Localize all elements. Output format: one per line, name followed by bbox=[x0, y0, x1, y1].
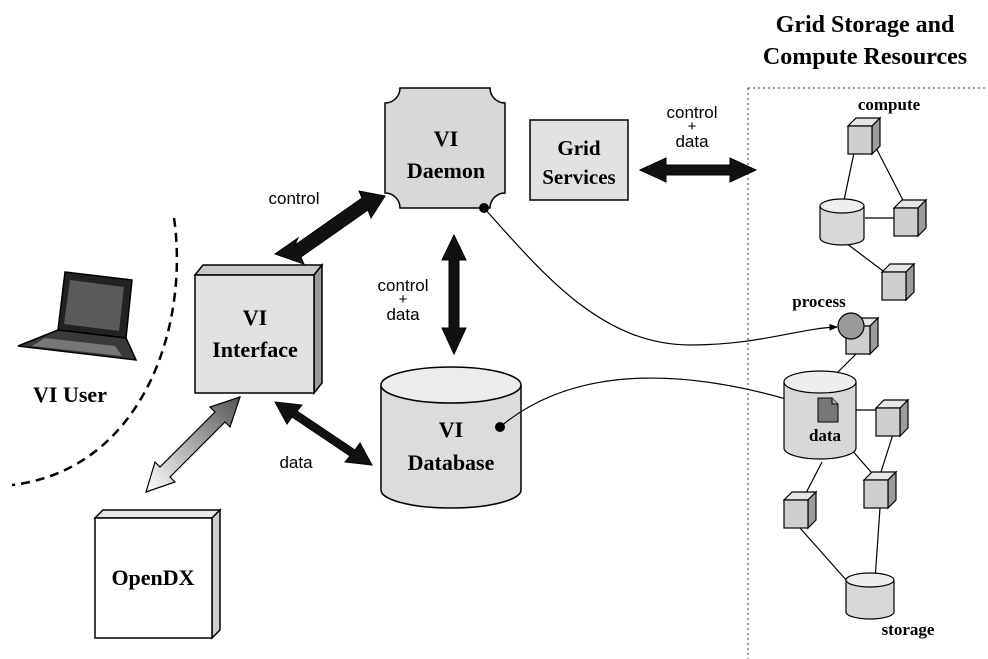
edge-label-interface-database: data bbox=[279, 453, 313, 472]
vi-user-label: VI User bbox=[33, 382, 107, 407]
connector-daemon-to-process bbox=[483, 207, 838, 346]
compute-cube-5 bbox=[862, 470, 898, 510]
vi-daemon-label-line1: VI bbox=[434, 126, 458, 151]
edge-label-daemon-database-plus: + bbox=[399, 291, 408, 308]
arrow-services-grid bbox=[638, 157, 758, 183]
laptop-icon bbox=[17, 271, 138, 361]
vi-database-label-line1: VI bbox=[439, 417, 463, 442]
grid-services-label-line1: Grid bbox=[557, 136, 600, 160]
grid-label-process: process bbox=[792, 292, 846, 311]
grid-services-label-line2: Services bbox=[542, 165, 615, 189]
compute-cube-1 bbox=[846, 116, 882, 156]
edge-label-services-grid-plus: + bbox=[688, 118, 697, 135]
grid-services-box bbox=[529, 119, 629, 201]
connector-database-to-data bbox=[499, 377, 816, 428]
grid-label-data: data bbox=[809, 426, 842, 445]
opendx-label: OpenDX bbox=[111, 565, 194, 590]
data-file-icon bbox=[817, 397, 839, 423]
grid-region-title-line1: Grid Storage and bbox=[776, 12, 955, 38]
compute-cube-4 bbox=[874, 398, 910, 438]
edge-label-daemon-database-top: control bbox=[377, 276, 428, 295]
vi-interface-label-line1: VI bbox=[243, 305, 267, 330]
compute-cube-3 bbox=[880, 262, 916, 302]
edge-label-daemon-database-bottom: data bbox=[386, 305, 420, 324]
user-boundary-curve bbox=[11, 217, 179, 487]
grid-label-compute: compute bbox=[858, 95, 921, 114]
arrow-opendx-interface bbox=[145, 396, 241, 493]
compute-cube-6 bbox=[782, 490, 818, 530]
vi-database-label-line2: Database bbox=[408, 450, 495, 475]
grid-label-storage: storage bbox=[882, 620, 935, 639]
vi-interface-label-line2: Interface bbox=[212, 337, 298, 362]
arrow-daemon-database bbox=[441, 233, 467, 356]
grid-region-title-line2: Compute Resources bbox=[763, 44, 967, 70]
process-circle-icon bbox=[837, 312, 865, 340]
vi-interface-box bbox=[193, 262, 324, 396]
vi-daemon-label-line2: Daemon bbox=[407, 158, 485, 183]
compute-cube-2 bbox=[892, 198, 928, 238]
vi-daemon-shape bbox=[384, 87, 506, 209]
vi-database-cylinder bbox=[380, 366, 522, 509]
arrow-interface-daemon bbox=[273, 190, 386, 265]
opendx-box bbox=[93, 508, 222, 640]
edge-label-services-grid-bottom: data bbox=[675, 132, 709, 151]
edge-label-interface-daemon: control bbox=[268, 189, 319, 208]
grid-storage-cylinder-top bbox=[819, 198, 865, 246]
grid-storage-cylinder-bottom bbox=[845, 572, 895, 620]
edge-label-services-grid-top: control bbox=[666, 103, 717, 122]
arrow-interface-database bbox=[274, 401, 373, 466]
